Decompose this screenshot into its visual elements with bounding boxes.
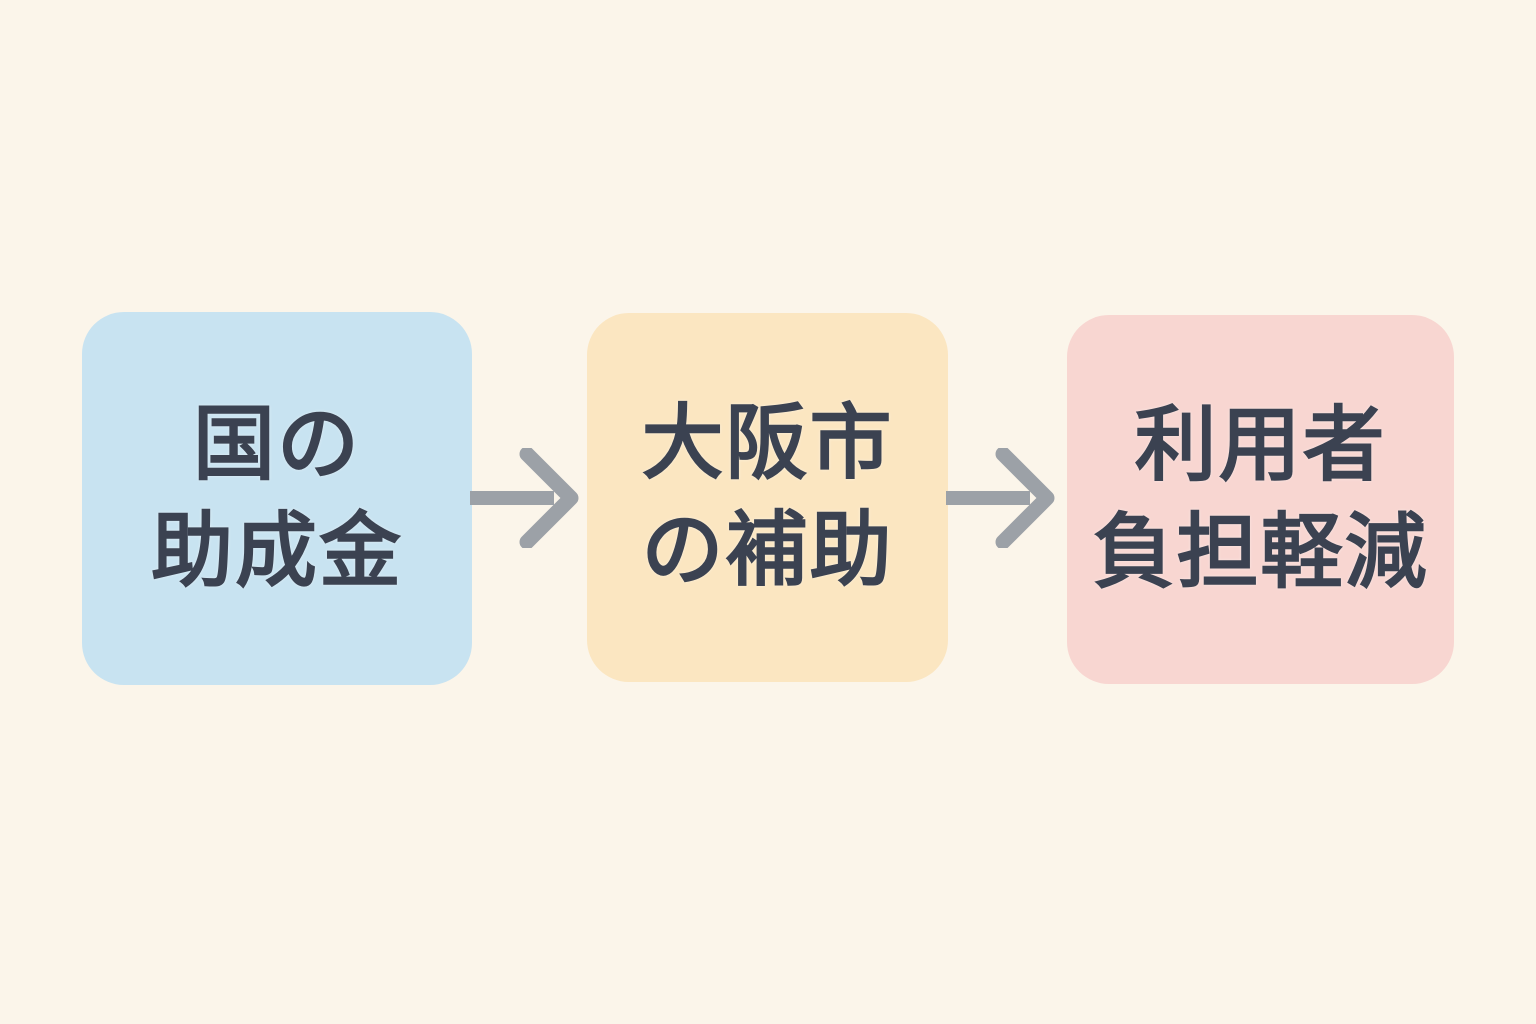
node-osaka-city-subsidy: 大阪市 の補助 <box>587 313 948 682</box>
node-user-burden-reduction: 利用者 負担軽減 <box>1067 315 1454 684</box>
node-national-subsidy: 国の 助成金 <box>82 312 472 685</box>
node-label-line: 助成金 <box>150 505 403 597</box>
right-arrow-icon <box>946 448 1055 548</box>
node-label-line: 大阪市 <box>641 397 894 489</box>
node-label-line: 国の <box>192 398 361 490</box>
arrow-head <box>995 448 1055 548</box>
node-label-line: の補助 <box>641 504 894 596</box>
arrow-head <box>519 448 579 548</box>
node-label-line: 利用者 <box>1134 399 1387 491</box>
right-arrow-icon <box>470 448 579 548</box>
node-label-line: 負担軽減 <box>1092 506 1429 598</box>
